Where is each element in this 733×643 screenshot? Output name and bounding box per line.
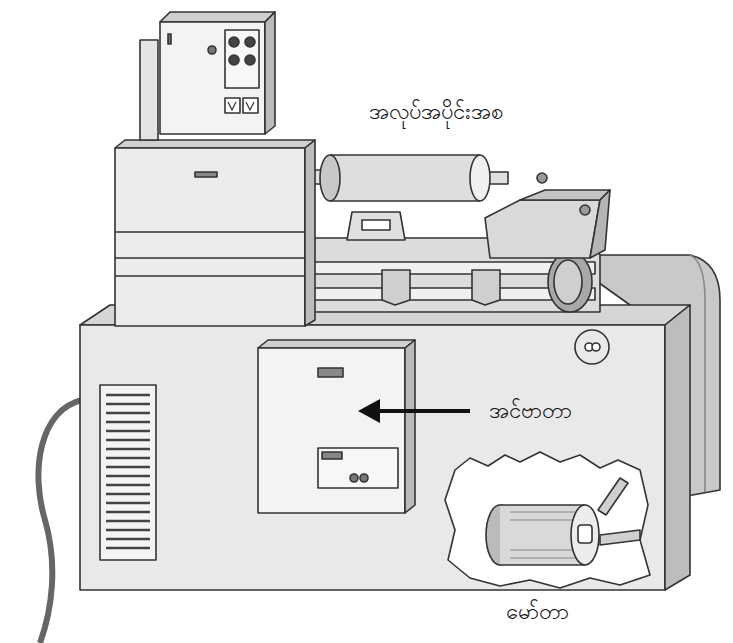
part-label: အလုပ်အပိုင်းအစ <box>366 98 506 127</box>
part-label: မော်တာ <box>503 598 572 627</box>
part-label: အင်ဗာတာ <box>486 397 575 426</box>
